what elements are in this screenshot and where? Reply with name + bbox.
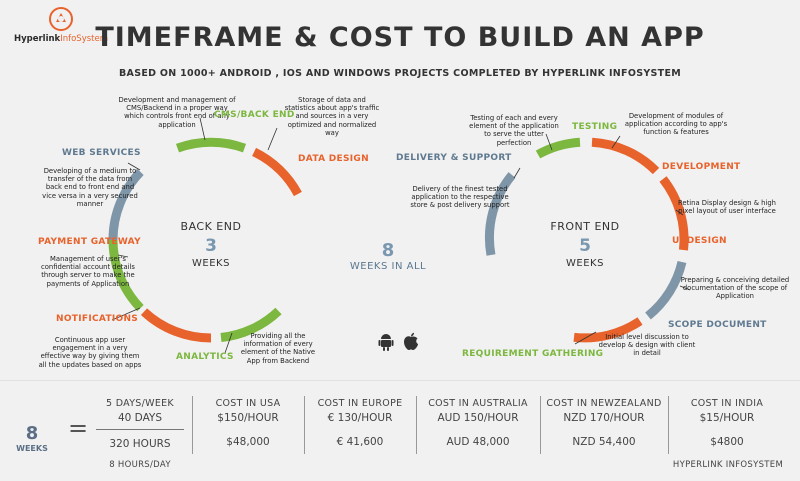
divider (540, 396, 541, 454)
cost-title: COST IN NEWZEALAND (546, 398, 662, 409)
logo: HyperlinkInfoSystem (6, 6, 116, 44)
arc-web-services (108, 168, 144, 241)
desc-cms-backend: Development and management of CMS/Backen… (118, 96, 236, 129)
cost-title: COST IN USA (215, 398, 281, 409)
total-weeks: 8 WEEKS IN ALL (338, 240, 438, 272)
cost-column-newzealand: COST IN NEWZEALAND NZD 170/HOUR NZD 54,4… (544, 398, 664, 448)
summary-weeks: 8 WEEKS (14, 423, 50, 453)
arc-analytics (220, 307, 282, 342)
summary-weeks-label: WEEKS (16, 444, 48, 453)
arc-notifications (140, 308, 212, 343)
cost-rate: $15/HOUR (699, 412, 755, 424)
cost-total: € 41,600 (336, 436, 384, 448)
work-hours-column: 5 DAYS/WEEK 40 DAYS 320 HOURS (92, 398, 188, 450)
backend-name: BACK END (180, 220, 242, 233)
desc-testing: Testing of each and every element of the… (469, 114, 559, 147)
total-weeks-number: 8 (381, 240, 395, 261)
summary-weeks-number: 8 (25, 423, 39, 444)
cost-rate: AUD 150/HOUR (437, 412, 519, 424)
cost-column-usa: COST IN USA $150/HOUR $48,000 (196, 398, 300, 448)
cost-title: COST IN INDIA (690, 398, 764, 409)
equals-sign: = (68, 414, 89, 442)
divider (668, 396, 669, 454)
logo-text: HyperlinkInfoSystem (13, 34, 109, 44)
work-days: 40 DAYS (117, 412, 163, 424)
arc-payment-gateway (108, 239, 144, 312)
label-cms-backend: CMS/BACK END (214, 110, 295, 120)
footer-brand: HYPERLINK INFOSYSTEM (672, 460, 784, 470)
backend-weeks: 3 (205, 236, 217, 256)
cost-title: COST IN AUSTRALIA (428, 398, 528, 409)
apple-icon (404, 332, 418, 350)
work-days-per-week: 5 DAYS/WEEK (106, 398, 174, 409)
desc-delivery-support: Delivery of the finest tested applicatio… (410, 185, 510, 210)
frontend-unit: WEEKS (566, 258, 604, 269)
cost-summary (0, 380, 800, 481)
page-title: TIMEFRAME & COST TO BUILD AN APP (95, 22, 705, 53)
frontend-center: FRONT END 5 WEEKS (545, 220, 625, 269)
arc-requirement (573, 317, 643, 343)
label-data-design: DATA DESIGN (298, 154, 369, 164)
desc-development: Development of modules of application ac… (624, 112, 728, 137)
arc-ui-design (659, 176, 689, 251)
android-icon (378, 334, 394, 351)
label-development: DEVELOPMENT (662, 162, 741, 172)
label-web-services: WEB SERVICES (62, 148, 141, 158)
desc-data-design: Storage of data and statistics about app… (284, 96, 380, 137)
total-weeks-unit: WEEKS IN ALL (349, 261, 427, 272)
work-hours: 320 HOURS (109, 438, 171, 450)
cost-total: AUD 48,000 (446, 436, 510, 448)
cost-column-australia: COST IN AUSTRALIA AUD 150/HOUR AUD 48,00… (420, 398, 536, 448)
cost-total: $4800 (710, 436, 744, 448)
desc-scope-document: Preparing & conceiving detailed document… (680, 276, 790, 301)
arc-development (591, 137, 660, 175)
divider (96, 429, 184, 430)
desc-notifications: Continuous app user engagement in a very… (38, 336, 142, 369)
arc-data-design (252, 147, 302, 197)
desc-analytics: Providing all the information of every e… (240, 332, 316, 365)
label-analytics: ANALYTICS (176, 352, 234, 362)
cost-title: COST IN EUROPE (317, 398, 403, 409)
label-requirement-gathering: REQUIREMENT GATHERING (462, 349, 604, 359)
label-ui-design: UI DESIGN (672, 236, 727, 246)
desc-requirement-gathering: Initial level discussion to develop & de… (598, 333, 696, 358)
cost-rate: $150/HOUR (217, 412, 279, 424)
logo-icon (49, 7, 73, 31)
arc-delivery (484, 172, 516, 256)
cost-rate: € 130/HOUR (327, 412, 393, 424)
page-subtitle: BASED ON 1000+ ANDROID , IOS AND WINDOWS… (119, 68, 681, 79)
arc-testing (535, 137, 581, 159)
label-scope-document: SCOPE DOCUMENT (668, 320, 767, 330)
arc-scope-document (645, 260, 687, 320)
desc-ui-design: Retina Display design & high pixel layou… (678, 199, 776, 216)
desc-web-services: Developing of a medium to transfer of th… (42, 167, 138, 208)
divider (192, 396, 193, 454)
cost-total: NZD 54,400 (572, 436, 636, 448)
timeline-diagram (108, 117, 691, 354)
label-testing: TESTING (572, 122, 618, 132)
cost-total: $48,000 (226, 436, 270, 448)
hours-per-day: 8 HOURS/DAY (109, 460, 171, 470)
label-delivery-support: DELIVERY & SUPPORT (396, 153, 512, 163)
divider (304, 396, 305, 454)
cost-column-europe: COST IN EUROPE € 130/HOUR € 41,600 (308, 398, 412, 448)
label-payment-gateway: PAYMENT GATEWAY (38, 237, 141, 247)
frontend-weeks: 5 (579, 236, 591, 256)
backend-center: BACK END 3 WEEKS (171, 220, 251, 269)
cost-column-india: COST IN INDIA $15/HOUR $4800 (672, 398, 782, 448)
desc-payment-gateway: Management of user's confidential accoun… (41, 255, 135, 288)
arc-cms-backend (175, 137, 247, 153)
frontend-name: FRONT END (550, 220, 620, 233)
cost-rate: NZD 170/HOUR (563, 412, 645, 424)
backend-unit: WEEKS (192, 258, 230, 269)
label-notifications: NOTIFICATIONS (56, 314, 139, 324)
divider (416, 396, 417, 454)
